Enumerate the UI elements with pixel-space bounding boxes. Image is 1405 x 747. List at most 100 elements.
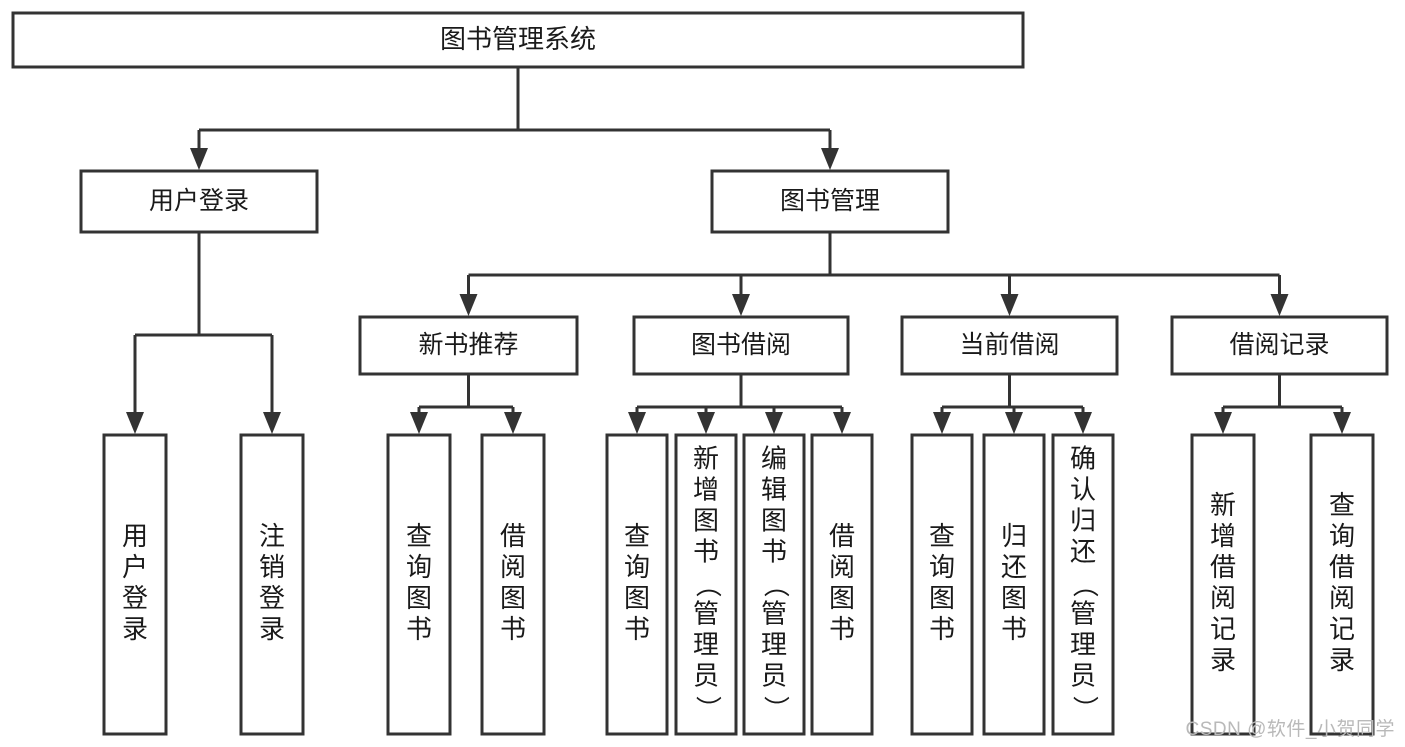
node-root[interactable]: 图书管理系统 xyxy=(11,11,1025,69)
node-label-char-br-query-record-2: 借 xyxy=(1329,552,1355,582)
node-label-char-bb-add-book-0: 新 xyxy=(693,443,719,473)
node-label-char-br-query-record-4: 记 xyxy=(1329,614,1355,644)
arrow-head-icon-bb-borrow-book xyxy=(833,412,851,434)
node-box-nb-query-book xyxy=(386,433,452,736)
node-label-char-bb-edit-book-7: 员 xyxy=(761,660,787,690)
node-label-char-leaf-user-login-3: 录 xyxy=(122,614,148,644)
node-label-char-cb-confirm-return-7: 员 xyxy=(1070,660,1096,690)
arrow-head-icon-leaf-user-login xyxy=(126,412,144,434)
node-label-char-bb-query-book-1: 询 xyxy=(624,552,650,582)
arrow-head-icon-nb-borrow-book xyxy=(504,412,522,434)
arrow-head-icon-bb-add-book xyxy=(697,412,715,434)
node-borrow-record[interactable]: 借阅记录 xyxy=(1170,315,1389,376)
node-user-login[interactable]: 用户登录 xyxy=(79,169,319,234)
node-new-book-recommend[interactable]: 新书推荐 xyxy=(358,315,579,376)
node-current-borrow[interactable]: 当前借阅 xyxy=(900,315,1119,376)
node-label-char-bb-query-book-3: 书 xyxy=(624,614,650,644)
node-label-char-cb-query-book-0: 查 xyxy=(929,521,955,551)
node-label-char-nb-borrow-book-3: 书 xyxy=(500,614,526,644)
node-label-char-cb-query-book-2: 图 xyxy=(929,583,955,613)
node-box-br-add-record xyxy=(1190,433,1256,736)
node-label-char-bb-add-book-4: （ xyxy=(693,571,723,597)
node-box-root xyxy=(11,11,1025,69)
node-label-user-login: 用户登录 xyxy=(149,187,249,215)
node-label-char-leaf-user-login-2: 登 xyxy=(122,583,148,613)
node-label-char-bb-query-book-2: 图 xyxy=(624,583,650,613)
node-label-char-leaf-user-logout-0: 注 xyxy=(259,521,285,551)
node-label-new-book-recommend: 新书推荐 xyxy=(418,331,518,359)
node-label-char-bb-edit-book-1: 辑 xyxy=(761,474,787,504)
node-label-char-bb-query-book-0: 查 xyxy=(624,521,650,551)
node-label-char-br-add-record-2: 借 xyxy=(1210,552,1236,582)
node-label-book-management: 图书管理 xyxy=(780,187,880,215)
node-box-book-management xyxy=(710,169,950,234)
arrow-head-icon-user-login xyxy=(190,148,208,170)
node-label-root: 图书管理系统 xyxy=(440,24,596,54)
node-book-borrow[interactable]: 图书借阅 xyxy=(632,315,850,376)
node-box-cb-query-book xyxy=(910,433,974,736)
node-label-char-leaf-user-login-1: 户 xyxy=(122,552,148,582)
node-label-char-nb-query-book-3: 书 xyxy=(406,614,432,644)
node-label-char-leaf-user-logout-1: 销 xyxy=(259,552,285,582)
arrow-head-icon-bb-query-book xyxy=(628,412,646,434)
arrow-head-icon-borrow-record xyxy=(1270,294,1289,316)
arrow-head-icon-br-query-record xyxy=(1333,412,1351,434)
node-label-char-br-query-record-5: 录 xyxy=(1329,645,1355,675)
node-label-char-br-add-record-1: 增 xyxy=(1210,521,1236,551)
node-label-char-bb-edit-book-2: 图 xyxy=(761,505,787,535)
arrow-head-icon-cb-confirm-return xyxy=(1074,412,1092,434)
node-leaf-user-login[interactable]: 用户登录 xyxy=(102,433,168,736)
node-label-char-bb-add-book-3: 书 xyxy=(693,536,719,566)
arrow-head-icon-cb-return-book xyxy=(1005,412,1023,434)
node-box-br-query-record xyxy=(1309,433,1375,736)
node-label-char-bb-borrow-book-1: 阅 xyxy=(829,552,855,582)
node-box-user-login xyxy=(79,169,319,234)
arrow-head-icon-cb-query-book xyxy=(933,412,951,434)
node-box-leaf-user-logout xyxy=(239,433,305,736)
arrow-head-icon-leaf-user-logout xyxy=(263,412,281,434)
node-box-leaf-user-login xyxy=(102,433,168,736)
node-label-char-bb-add-book-6: 理 xyxy=(693,629,719,659)
node-label-char-nb-query-book-0: 查 xyxy=(406,521,432,551)
node-label-char-cb-query-book-1: 询 xyxy=(929,552,955,582)
arrow-head-icon-current-borrow xyxy=(1000,294,1019,316)
node-label-char-br-query-record-1: 询 xyxy=(1329,521,1355,551)
node-box-cb-confirm-return xyxy=(1051,433,1115,736)
node-label-char-bb-edit-book-0: 编 xyxy=(761,443,787,473)
node-label-char-br-query-record-0: 查 xyxy=(1329,490,1355,520)
node-box-bb-query-book xyxy=(605,433,669,736)
node-box-book-borrow xyxy=(632,315,850,376)
node-label-char-cb-confirm-return-4: （ xyxy=(1070,571,1100,597)
node-label-char-bb-edit-book-5: 管 xyxy=(761,598,787,628)
node-label-char-cb-confirm-return-2: 归 xyxy=(1070,505,1096,535)
node-label-char-leaf-user-logout-3: 录 xyxy=(259,614,285,644)
node-label-borrow-record: 借阅记录 xyxy=(1229,331,1329,359)
node-label-char-cb-confirm-return-3: 还 xyxy=(1070,536,1096,566)
node-label-char-bb-add-book-7: 员 xyxy=(693,660,719,690)
arrow-head-icon-book-borrow xyxy=(732,294,750,316)
node-label-char-bb-add-book-1: 增 xyxy=(693,474,719,504)
connector-layer xyxy=(126,67,1351,434)
node-label-char-bb-edit-book-6: 理 xyxy=(761,629,787,659)
node-label-char-bb-add-book-2: 图 xyxy=(693,505,719,535)
node-box-bb-add-book xyxy=(674,433,738,736)
node-label-char-nb-borrow-book-2: 图 xyxy=(500,583,526,613)
node-book-management[interactable]: 图书管理 xyxy=(710,169,950,234)
node-label-char-cb-confirm-return-6: 理 xyxy=(1070,629,1096,659)
node-label-char-cb-return-book-1: 还 xyxy=(1001,552,1027,582)
node-label-char-leaf-user-logout-2: 登 xyxy=(259,583,285,613)
node-label-char-bb-edit-book-8: ） xyxy=(761,695,791,721)
node-label-char-br-query-record-3: 阅 xyxy=(1329,583,1355,613)
